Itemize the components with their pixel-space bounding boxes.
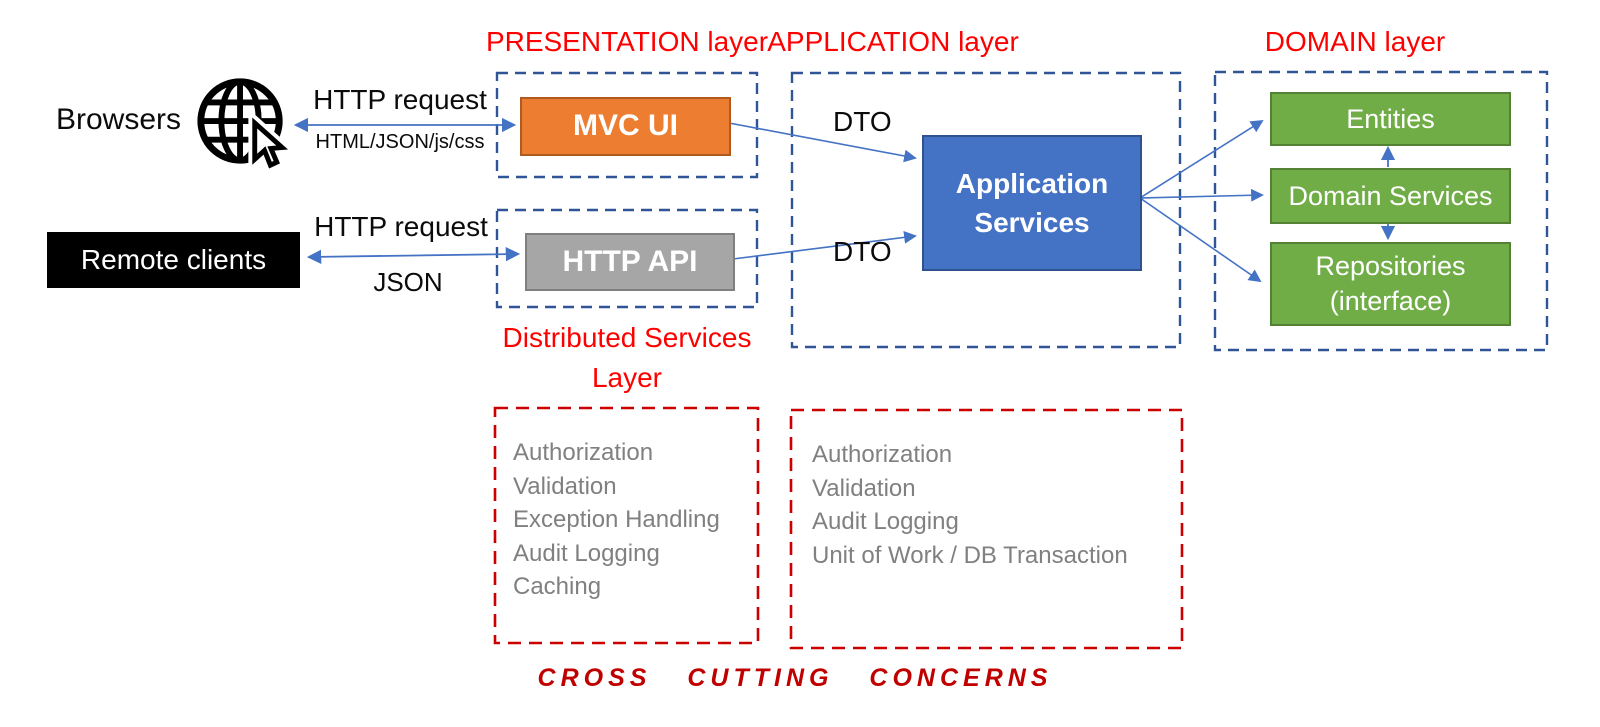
arrow-appservices-repositories xyxy=(1139,197,1262,283)
distributed-services-layer-title: Distributed Services Layer xyxy=(462,318,792,398)
remote-clients-node: Remote clients xyxy=(47,232,300,288)
globe-with-cursor-icon xyxy=(197,78,291,172)
application-concerns-list: Authorization Validation Audit Logging U… xyxy=(812,438,1128,572)
http-request-top-label: HTTP request xyxy=(313,84,487,115)
presentation-layer-title: PRESENTATION layer xyxy=(485,26,769,57)
browsers-label: Browsers xyxy=(56,103,182,136)
arrow-appservices-domainservices xyxy=(1139,188,1264,202)
arrow-remoteclients-httpapi xyxy=(306,246,521,265)
concern-item: Audit Logging xyxy=(812,508,959,535)
entities-node: Entities xyxy=(1270,92,1511,146)
application-services-label-line1: Application xyxy=(955,167,1109,199)
distributed-services-title-line1: Distributed Services xyxy=(502,322,752,353)
repositories-node: Repositories (interface) xyxy=(1270,242,1511,326)
entities-label: Entities xyxy=(1346,103,1435,134)
http-api-label: HTTP API xyxy=(562,244,698,278)
http-response-top-label: HTML/JSON/js/css xyxy=(315,131,485,153)
http-api-node: HTTP API xyxy=(525,233,735,291)
mvc-ui-node: MVC UI xyxy=(520,97,731,156)
repositories-label-line1: Repositories xyxy=(1315,250,1466,281)
dto-top-label: DTO xyxy=(833,106,892,137)
concern-item: Validation xyxy=(513,472,617,500)
domain-services-node: Domain Services xyxy=(1270,168,1511,224)
remote-clients-label: Remote clients xyxy=(80,243,267,275)
application-services-label-line2: Services xyxy=(974,207,1090,238)
json-label: JSON xyxy=(373,267,443,297)
concern-item: Audit Logging xyxy=(513,539,660,567)
domain-layer-title: DOMAIN layer xyxy=(1264,26,1446,57)
cursor-icon xyxy=(248,108,291,172)
concern-item: Authorization xyxy=(513,439,654,466)
dto-bottom-label: DTO xyxy=(833,236,892,267)
concern-item: Exception Handling xyxy=(513,506,720,533)
cross-cutting-concerns-title: CROSS CUTTING CONCERNS xyxy=(537,664,1053,692)
concern-item: Authorization xyxy=(812,441,953,468)
concern-item: Unit of Work / DB Transaction xyxy=(812,541,1128,569)
concern-item: Validation xyxy=(812,474,916,502)
arrow-appservices-entities xyxy=(1139,119,1264,199)
http-request-bottom-label: HTTP request xyxy=(314,211,488,242)
domain-services-label: Domain Services xyxy=(1288,180,1493,211)
application-layer-title: APPLICATION layer xyxy=(767,26,1019,57)
concern-item: Caching xyxy=(513,573,602,600)
mvc-ui-label: MVC UI xyxy=(573,109,678,143)
application-services-node: Application Services xyxy=(922,135,1142,271)
repositories-label-line2: (interface) xyxy=(1329,286,1452,316)
presentation-concerns-list: Authorization Validation Exception Handl… xyxy=(513,436,720,604)
distributed-services-title-line2: Layer xyxy=(591,362,663,393)
